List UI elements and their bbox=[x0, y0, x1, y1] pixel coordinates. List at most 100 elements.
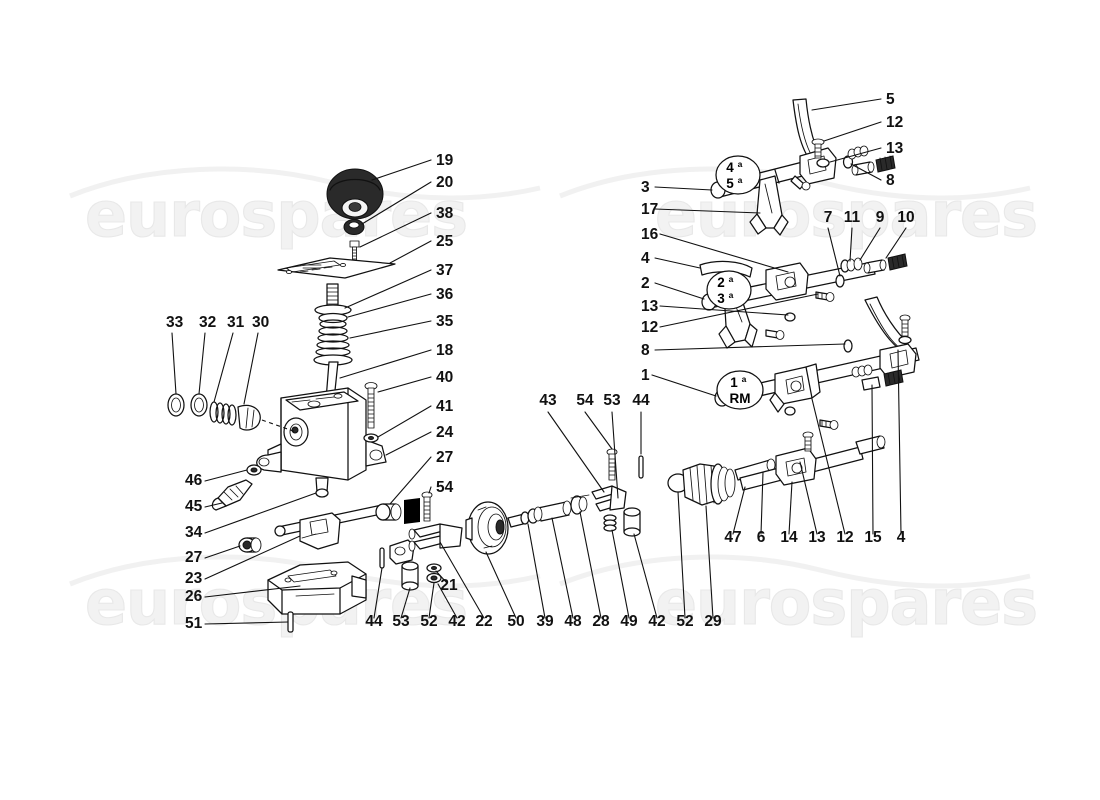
callout-18: 18 bbox=[436, 342, 454, 359]
callout-46: 46 bbox=[185, 472, 203, 489]
part-washer-41 bbox=[363, 433, 379, 443]
callout-25: 25 bbox=[436, 233, 454, 250]
part-pin-44-left bbox=[379, 547, 385, 569]
part-bellows-29 bbox=[667, 463, 736, 506]
callout-27-right: 27 bbox=[436, 449, 453, 466]
gear-marking-1a-rm: 1 a RM bbox=[716, 370, 764, 410]
callout-20: 20 bbox=[436, 174, 453, 191]
callout-43: 43 bbox=[539, 392, 557, 409]
callout-14: 14 bbox=[780, 529, 798, 546]
callout-12-top: 12 bbox=[886, 114, 903, 131]
callout-15: 15 bbox=[864, 529, 882, 546]
callout-29: 29 bbox=[704, 613, 722, 630]
callout-8-top: 8 bbox=[886, 172, 895, 189]
gear-marking-top-sup: a bbox=[742, 374, 747, 384]
callout-41: 41 bbox=[436, 398, 454, 415]
callout-13-top: 13 bbox=[886, 140, 904, 157]
callout-17: 17 bbox=[641, 201, 658, 218]
part-knob-retainer bbox=[343, 219, 365, 235]
gear-marking-top-sup: a bbox=[738, 159, 743, 169]
callout-30: 30 bbox=[252, 314, 269, 331]
callout-24: 24 bbox=[436, 424, 454, 441]
callout-12-left: 12 bbox=[641, 319, 658, 336]
callout-12-bottom: 12 bbox=[836, 529, 853, 546]
callout-54-center: 54 bbox=[576, 392, 594, 409]
part-lower-cover-26 bbox=[267, 561, 367, 615]
gear-position-markings: 4 a 5 a 2 a 3 a 1 a RM bbox=[706, 155, 764, 410]
watermark-text: eurospares bbox=[655, 566, 1037, 639]
part-pin-51 bbox=[287, 611, 294, 633]
callout-53-center: 53 bbox=[603, 392, 621, 409]
gear-marking-top: 2 bbox=[717, 275, 725, 290]
callout-40: 40 bbox=[436, 369, 453, 386]
gear-lever-assembly bbox=[167, 168, 442, 633]
callout-35: 35 bbox=[436, 313, 454, 330]
callout-19: 19 bbox=[436, 152, 454, 169]
callout-10: 10 bbox=[897, 209, 914, 226]
lower-selector-shaft bbox=[739, 431, 886, 491]
callout-5: 5 bbox=[886, 91, 895, 108]
selector-rod-1arm bbox=[714, 296, 920, 430]
part-nut-42-left bbox=[426, 572, 442, 584]
callout-45: 45 bbox=[185, 498, 203, 515]
callout-47: 47 bbox=[724, 529, 741, 546]
part-washer-stack-49 bbox=[603, 514, 617, 532]
part-screw-38 bbox=[349, 240, 360, 263]
callout-44-center: 44 bbox=[632, 392, 650, 409]
callout-34: 34 bbox=[185, 524, 203, 541]
part-yoke-43 bbox=[591, 485, 627, 512]
callout-2: 2 bbox=[641, 275, 650, 292]
callout-52-bottom-b: 52 bbox=[676, 613, 693, 630]
callout-number-layer: 19 20 38 25 37 36 35 18 40 41 24 27 54 3… bbox=[166, 91, 915, 632]
callout-4-left: 4 bbox=[641, 250, 650, 267]
gear-marking-top: 1 bbox=[730, 375, 738, 390]
gear-marking-2a-3a: 2 a 3 a bbox=[706, 270, 752, 310]
gear-marking-bottom: 3 bbox=[717, 291, 725, 306]
callout-50: 50 bbox=[507, 613, 524, 630]
callout-16: 16 bbox=[641, 226, 659, 243]
callout-36: 36 bbox=[436, 286, 454, 303]
part-washer-52-left bbox=[426, 563, 442, 573]
part-bush-28 bbox=[570, 494, 590, 515]
callout-9: 9 bbox=[876, 209, 885, 226]
part-spring-stack bbox=[313, 283, 353, 366]
callout-6: 6 bbox=[757, 529, 766, 546]
part-console-plate bbox=[277, 257, 396, 279]
callout-13-bottom: 13 bbox=[808, 529, 826, 546]
part-yoke-23 bbox=[299, 512, 341, 550]
callout-31: 31 bbox=[227, 314, 245, 331]
callout-37: 37 bbox=[436, 262, 453, 279]
driveshaft-coupling-assembly bbox=[408, 448, 776, 555]
part-flex-joint-50 bbox=[465, 501, 509, 555]
callout-39: 39 bbox=[536, 613, 554, 630]
callout-3: 3 bbox=[641, 179, 650, 196]
callout-4-bottom: 4 bbox=[897, 529, 906, 546]
part-bush-27b bbox=[375, 498, 420, 524]
callout-26: 26 bbox=[185, 588, 203, 605]
part-bush-42-center bbox=[623, 507, 641, 537]
callout-13-left: 13 bbox=[641, 298, 659, 315]
part-seals-and-spring bbox=[167, 393, 261, 431]
callout-23: 23 bbox=[185, 570, 203, 587]
part-bolt-54 bbox=[421, 491, 433, 522]
callout-44-bottom: 44 bbox=[365, 613, 383, 630]
callout-8-left: 8 bbox=[641, 342, 650, 359]
callout-1: 1 bbox=[641, 367, 650, 384]
gear-marking-bottom-sup: a bbox=[729, 290, 734, 300]
callout-42-bottom-b: 42 bbox=[648, 613, 665, 630]
callout-7: 7 bbox=[824, 209, 833, 226]
callout-48: 48 bbox=[564, 613, 582, 630]
callout-51: 51 bbox=[185, 615, 203, 632]
part-21 bbox=[389, 539, 415, 565]
callout-22: 22 bbox=[475, 613, 492, 630]
part-sleeve-48 bbox=[533, 500, 572, 522]
callout-11: 11 bbox=[844, 209, 861, 226]
callout-53-bottom: 53 bbox=[392, 613, 410, 630]
callout-38: 38 bbox=[436, 205, 454, 222]
callout-54-left: 54 bbox=[436, 479, 454, 496]
part-pin-44-center bbox=[638, 455, 644, 479]
gear-marking-top-sup: a bbox=[729, 274, 734, 284]
gear-marking-bottom: RM bbox=[730, 391, 751, 406]
